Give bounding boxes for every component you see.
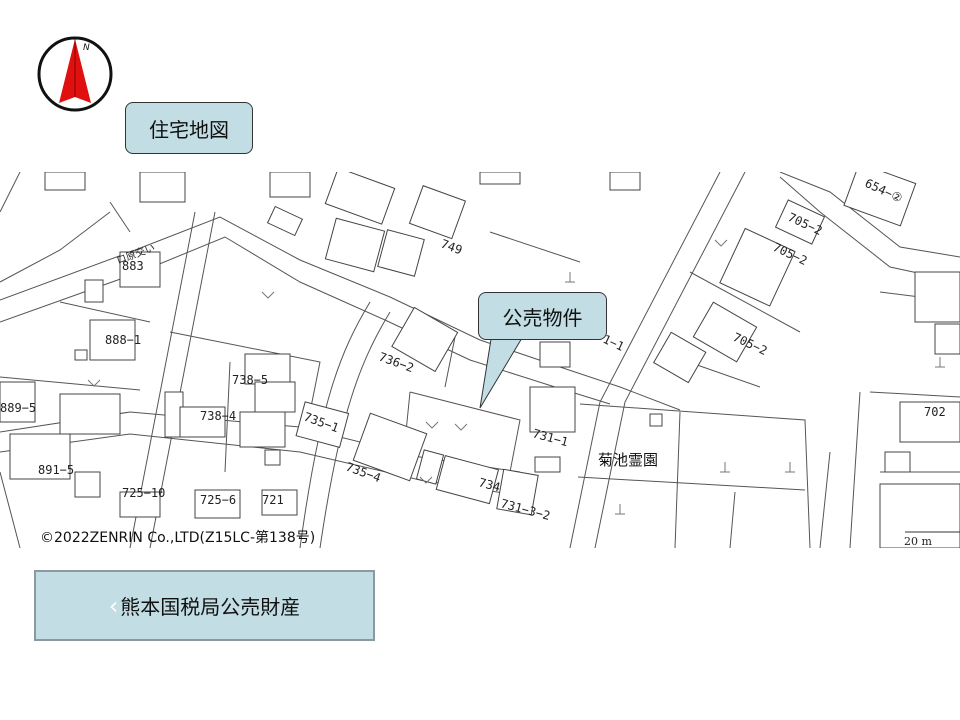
back-to-listing-button[interactable]: ‹ 熊本国税局公売財産: [34, 570, 375, 641]
lot-line: [59, 301, 151, 323]
scale-bar: 20 m: [904, 531, 960, 548]
north-label: N: [83, 43, 90, 53]
residential-map: 883 888−1 889−5 891−5 738−5 738−4 735−1 …: [0, 172, 960, 548]
lot-label: 734: [477, 475, 502, 494]
lot-label: 738−5: [232, 373, 268, 387]
north-compass-icon: N: [36, 35, 114, 113]
callout-label: 公売物件: [502, 305, 583, 330]
road-edge: [569, 172, 721, 548]
buildings: [0, 172, 960, 548]
lot-label: 883: [122, 259, 144, 273]
road-edge: [149, 211, 216, 548]
lot-line: [0, 376, 141, 391]
lot-label: 725−6: [200, 493, 236, 507]
lot-label: 889−5: [0, 401, 36, 415]
road-edge: [0, 216, 681, 411]
road-edge: [779, 172, 960, 258]
lot-label: 888−1: [105, 333, 141, 347]
lot-line: [689, 271, 801, 333]
lot-label: 749: [439, 237, 464, 258]
cemetery-boundary: [674, 411, 681, 548]
lot-line: [0, 211, 111, 283]
map-canvas: 883 888−1 889−5 891−5 738−5 738−4 735−1 …: [0, 172, 960, 548]
road-edge: [0, 172, 21, 213]
lot-line: [489, 231, 581, 263]
lot-label: 738−4: [200, 409, 236, 423]
lot-line: [0, 471, 21, 548]
copyright-notice: ©2022ZENRIN Co.,LTD(Z15LC-第138号): [40, 530, 316, 546]
nav-label: 熊本国税局公売財産: [120, 595, 301, 619]
cemetery-boundary: [729, 491, 736, 548]
road-edge: [594, 172, 746, 548]
lot-label: 725−10: [122, 486, 165, 500]
lot-label: 721: [262, 493, 284, 507]
scale-label: 20 m: [904, 535, 932, 548]
map-title: 住宅地図: [149, 117, 229, 142]
cemetery-boundary: [577, 476, 806, 491]
road-edge: [319, 311, 391, 548]
property-callout: 公売物件: [478, 292, 607, 340]
road-edge: [819, 451, 831, 548]
lot-label: 702: [924, 405, 946, 419]
lot-line: [224, 361, 231, 473]
cemetery-label: 菊池霊園: [598, 451, 658, 469]
road-edge: [849, 391, 861, 548]
lot-line: [409, 391, 521, 473]
lot-line: [169, 331, 321, 413]
road-edge: [299, 301, 371, 548]
chevron-left-icon: ‹: [108, 591, 119, 620]
callout-pointer: [479, 332, 528, 409]
ground-symbols: [87, 239, 945, 515]
lot-line: [444, 336, 456, 388]
lot-line: [869, 391, 960, 398]
map-title-box: 住宅地図: [125, 102, 253, 154]
road-edge: [109, 201, 131, 233]
lot-label: 891−5: [38, 463, 74, 477]
cemetery-boundary: [579, 403, 811, 548]
